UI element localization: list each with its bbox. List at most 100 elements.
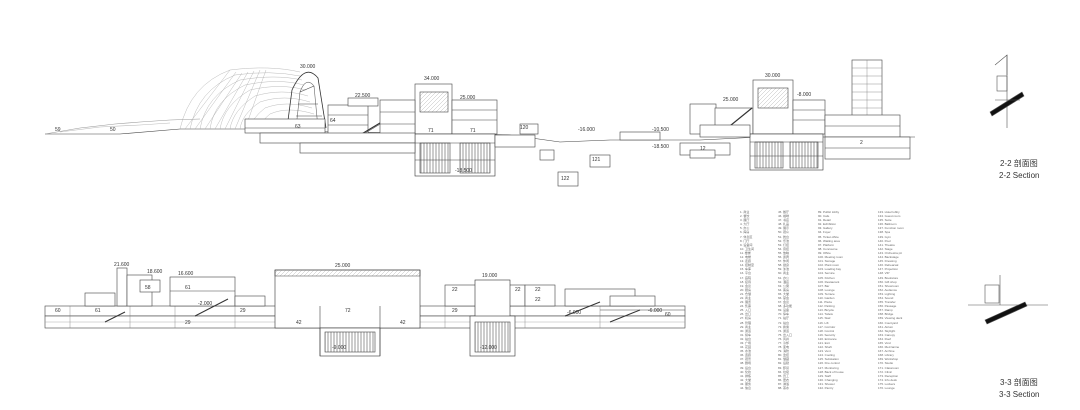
legend-entry: 123. Vent: [818, 349, 831, 354]
legend-entry: 128. Back of house: [818, 369, 844, 374]
legend-entry: 160. Courtyard: [878, 320, 898, 325]
legend-entry: 1. 商业: [740, 210, 750, 214]
legend-entry: 56. 贵宾: [778, 255, 790, 260]
room-label: 2: [860, 140, 863, 146]
legend-entry: 45. 餐厅: [778, 210, 790, 214]
room-label: 50: [110, 127, 116, 133]
room-label: 121: [592, 157, 601, 163]
room-label: 12: [700, 146, 706, 152]
elevation-label: -6.000: [567, 310, 581, 316]
room-label: 122: [561, 176, 570, 182]
legend-entry: 136. Ballroom: [878, 222, 897, 227]
legend-entry: 15. 车库: [740, 267, 752, 272]
elevation-label: 16.600: [178, 271, 194, 277]
legend-entry: 32. 站台: [740, 336, 752, 341]
legend-entry: 61. 办公: [778, 275, 790, 280]
legend-entry: 84. 垃圾: [778, 369, 790, 374]
legend-entry: 125. Substation: [818, 357, 839, 362]
legend-entry: 42. 大堂: [740, 377, 752, 382]
legend-entry: 104. Service: [818, 271, 835, 276]
legend-entry: 78. 变电: [778, 345, 790, 350]
legend-entry: 124. Cooling: [818, 353, 835, 358]
legend-entry: 96. Waiting area: [818, 238, 840, 243]
elevation-label: 25.000: [723, 97, 739, 103]
elevation-label: 30.000: [765, 73, 781, 79]
legend-entry: 31. 候车: [740, 332, 752, 337]
section-title-cn: 3-3 剖面图: [1000, 378, 1038, 387]
legend-entry: 64. 客房: [778, 287, 790, 292]
legend-entry: 172. Clinic: [878, 369, 893, 374]
key-plan-3-3: [968, 275, 1048, 325]
legend-entry: 68. 多功能: [778, 304, 793, 309]
legend-entry: 88. 茶水: [778, 386, 790, 391]
room-label: 71: [470, 128, 476, 134]
legend-entry: 79. 消防: [778, 349, 790, 354]
legend-entry: 111. Plaza: [818, 300, 832, 305]
elevation-label: -8.000: [797, 92, 811, 98]
legend-entry: 62. 酒店: [778, 279, 790, 284]
room-label: 60: [665, 312, 671, 318]
legend-entry: 176. Lounge: [878, 386, 895, 391]
legend-entry: 29. 商业: [740, 324, 752, 329]
legend-entry: 35. 水池: [740, 349, 752, 354]
legend-entry: 116. Lift: [818, 320, 829, 325]
legend-entry: 131. Shower: [818, 381, 835, 386]
room-label: 29: [452, 308, 458, 314]
legend-entry: 130. Changing: [818, 377, 838, 382]
legend-entry: 151. Showroom: [878, 283, 900, 288]
legend-entry: 142. Stage: [878, 246, 893, 251]
block-63: [244, 118, 326, 134]
legend-entry: 101. Storage: [818, 259, 836, 264]
legend-entry: 126. Fire control: [818, 361, 840, 366]
legend-entry: 122. Shaft: [818, 345, 832, 350]
legend-entry: 95. Ticket office: [818, 234, 839, 239]
legend-entry: 66. 宴会: [778, 295, 790, 300]
legend-entry: 109. Terrace: [818, 291, 835, 296]
legend-entry: 148. VIP: [878, 271, 890, 276]
legend-entry: 99. Office: [818, 250, 831, 255]
room-label: 59: [55, 127, 61, 133]
legend-entry: 3. 展厅: [740, 218, 750, 223]
legend-entry: 170. Studio: [878, 361, 894, 366]
legend-entry: 140. Pool: [878, 238, 891, 243]
legend-entry: 60. 商业: [778, 271, 790, 276]
legend-entry: 159. Viewing deck: [878, 316, 903, 321]
legend-entry: 134. Guest room: [878, 214, 901, 219]
legend-entry: 33. 广场: [740, 341, 752, 345]
legend-entry: 115. Stair: [818, 316, 831, 321]
room-label: 29: [185, 320, 191, 326]
legend-entry: 85. 员工: [778, 373, 790, 378]
room-label: 72: [345, 308, 351, 314]
legend-entry: 24. 售票: [740, 304, 752, 309]
legend-entry: 51. 舞台: [778, 234, 790, 239]
elevation-marks-2-2: 30.000 22.500 34.000 25.000 30.000 25.00…: [300, 64, 811, 174]
legend-entry: 175. Lockers: [878, 381, 896, 386]
elevation-label: 21.600: [114, 262, 130, 268]
legend-entry: 90. Cafe: [818, 214, 830, 219]
legend-entry: 6. 库房: [740, 230, 750, 235]
room-label: 61: [185, 285, 191, 291]
room-label: 63: [295, 124, 301, 130]
elevation-label: 18.600: [147, 269, 163, 275]
legend-entry: 164. Roof: [878, 336, 892, 341]
legend-entry: 166. Mezzanine: [878, 345, 900, 350]
legend-entry: 135. Suite: [878, 218, 892, 223]
elevation-label: -12.000: [480, 345, 497, 351]
legend-entry: 86. 更衣: [778, 377, 790, 382]
legend-entry: 80. 监控: [778, 353, 790, 358]
legend-entry: 143. Orchestra pit: [878, 250, 902, 255]
room-label: 61: [95, 308, 101, 314]
legend-entry: 39. 后台: [740, 365, 752, 370]
legend-entry: 105. Kitchen: [818, 275, 835, 280]
legend-entry: 28. 管理: [740, 320, 752, 325]
legend-entry: 83. 卸货: [778, 365, 790, 370]
elevation-label: -2.000: [198, 301, 212, 307]
legend-entry: 102. Plant room: [818, 263, 840, 268]
legend-entry: 2. 餐饮: [740, 214, 750, 219]
legend-entry: 174. Info desk: [878, 377, 897, 382]
legend-entry: 152. Audience: [878, 287, 898, 292]
legend-entry: 169. Workshop: [878, 357, 899, 362]
